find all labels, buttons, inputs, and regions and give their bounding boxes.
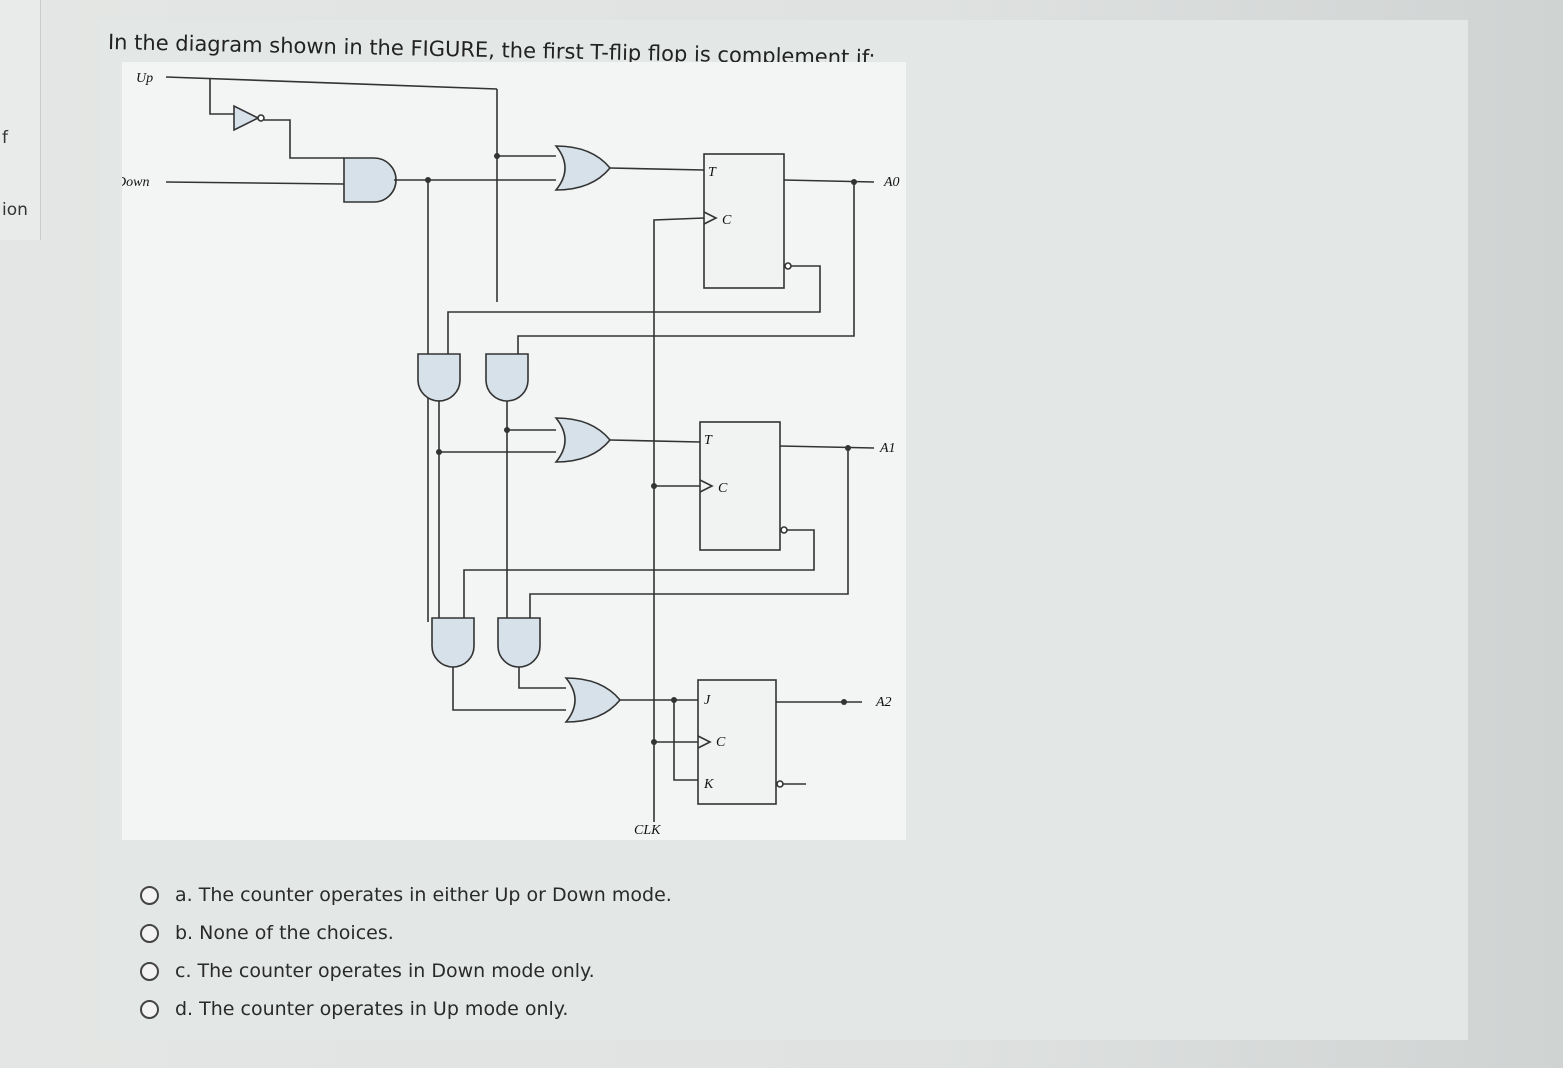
answer-choices: a. The counter operates in either Up or … [140,876,672,1028]
output-a2: A2 [875,695,892,710]
radio-button-a[interactable] [140,885,159,905]
or-gate-2-icon [554,417,612,463]
clock-bus [653,217,705,822]
choice-b[interactable]: b. None of the choices. [140,914,672,952]
ff2-clock-triangle [697,735,712,749]
junction-dot [494,153,500,159]
down-label: Down [122,175,149,190]
or-gate-3-icon [564,677,622,723]
ff0-clock-triangle [703,211,718,225]
nav-fragment-1[interactable]: f [2,128,8,148]
or1-to-ff0-wire [609,167,705,171]
choice-a-label[interactable]: a. The counter operates in either Up or … [175,884,672,906]
and2a-output-wire [438,401,556,453]
or-gate-1-icon [554,145,612,191]
choice-b-label[interactable]: b. None of the choices. [175,922,394,944]
up-label: Up [136,71,153,86]
choice-c[interactable]: c. The counter operates in Down mode onl… [140,952,672,990]
and-gate-2b-icon [485,353,529,402]
circuit-diagram: Up Down T C [122,71,900,838]
down-wire [165,181,345,185]
ff0-q-output-wire [783,179,875,183]
or2-to-ff1-wire [609,439,701,443]
and-gate-3b-icon [497,617,541,668]
ff0-c-label: C [722,213,732,228]
ff0-qbar-feedback-wire [447,265,821,362]
and-gate-down-not-up-icon [343,157,397,203]
ff2-j-label: J [704,693,711,708]
junction-dot [651,739,657,745]
and2b-output-wire [506,401,556,431]
t-flipflop-1 [699,421,781,551]
inverter-bubble [257,114,265,122]
junction-dot [841,699,847,705]
radio-button-b[interactable] [140,923,159,943]
ff2-c-label: C [716,735,726,750]
ff1-t-label: T [704,433,713,448]
choice-c-label[interactable]: c. The counter operates in Down mode onl… [175,960,595,982]
ff1-c-label: C [718,481,728,496]
and3b-output-wire [518,667,566,689]
output-a0: A0 [883,175,900,190]
choice-d[interactable]: d. The counter operates in Up mode only. [140,990,672,1028]
and3a-output-wire [452,667,566,711]
ff2-k-label: K [703,777,714,792]
choice-d-label[interactable]: d. The counter operates in Up mode only. [175,998,569,1020]
inverter-output-wire [264,119,344,159]
t-flipflop-0 [703,153,785,289]
choice-a[interactable]: a. The counter operates in either Up or … [140,876,672,914]
ff1-clock-triangle [699,479,714,493]
radio-button-d[interactable] [140,999,159,1019]
inverter-icon [233,104,260,132]
junction-dot [651,483,657,489]
left-navigation: f ion [0,0,41,240]
counter-circuit-figure: Up Down T C [122,62,906,840]
ff0-t-label: T [708,165,717,180]
ff0-qbar-bubble [784,262,792,270]
nav-fragment-2[interactable]: ion [2,200,28,220]
ff1-q-output-wire [779,445,875,449]
up-wire [165,76,498,90]
ff2-qbar-bubble [776,780,784,788]
up-to-inverter-wire [209,78,234,115]
ff1-qbar-bubble [780,526,788,534]
ff1-qbar-feedback-wire [463,529,815,618]
output-a1: A1 [879,441,896,456]
and-gate-2a-icon [417,353,461,402]
radio-button-c[interactable] [140,961,159,981]
and-gate-3a-icon [431,617,475,668]
ff1-q-feedback-wire [529,448,849,618]
clock-label: CLK [634,823,661,838]
or3-to-k-wire [673,700,698,781]
ff0-q-feedback-wire [517,182,855,356]
